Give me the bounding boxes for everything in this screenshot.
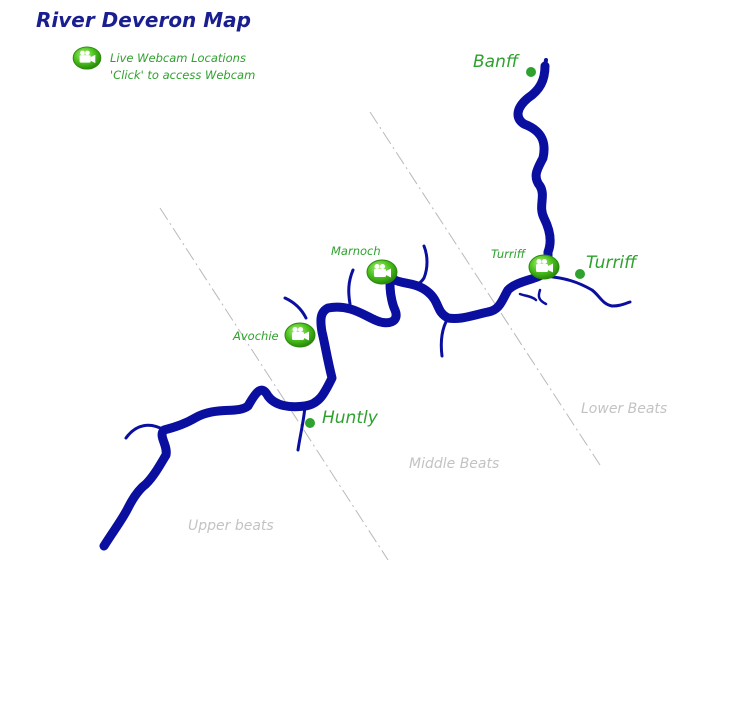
tributary-turriff-west: [518, 292, 538, 302]
turriff-label: Turriff: [586, 253, 637, 273]
upper-beats-label: Upper beats: [188, 518, 274, 534]
middle-beats-label: Middle Beats: [409, 456, 500, 472]
webcam-label-marnoch: Marnoch: [331, 244, 381, 258]
lower-beats-label: Lower Beats: [581, 401, 668, 417]
tributary-marnoch-east: [408, 244, 429, 288]
webcam-avochie-button[interactable]: [284, 322, 316, 348]
webcam-label-avochie: Avochie: [233, 329, 279, 343]
huntly-label: Huntly: [322, 408, 378, 428]
tributary-idoch: [543, 274, 632, 308]
banff-marker: [526, 67, 536, 77]
tributary-south: [439, 316, 450, 358]
tributary-marnoch-north: [347, 268, 355, 306]
huntly-marker: [305, 418, 315, 428]
estuary: [543, 58, 548, 68]
tributary-bogie: [296, 404, 307, 452]
legend-camera-icon[interactable]: [72, 46, 102, 70]
map-title: River Deveron Map: [36, 8, 251, 32]
main-channel: [99, 61, 555, 551]
legend-line-2: 'Click' to access Webcam: [110, 68, 256, 82]
middle-lower-boundary: [369, 111, 601, 466]
river-deveron: [99, 58, 632, 551]
legend-line-1: Live Webcam Locations: [110, 51, 246, 65]
webcam-marnoch-button[interactable]: [366, 259, 398, 285]
upper-middle-boundary: [159, 207, 389, 561]
webcam-turriff-button[interactable]: [528, 254, 560, 280]
webcam-label-turriff: Turriff: [491, 247, 526, 261]
banff-label: Banff: [473, 52, 519, 72]
legend: Live Webcam Locations 'Click' to access …: [110, 50, 255, 84]
tributary-avochie: [283, 296, 308, 320]
tributary-turriff-south: [537, 288, 548, 306]
turriff-marker: [575, 269, 585, 279]
tributary-west: [124, 423, 166, 440]
